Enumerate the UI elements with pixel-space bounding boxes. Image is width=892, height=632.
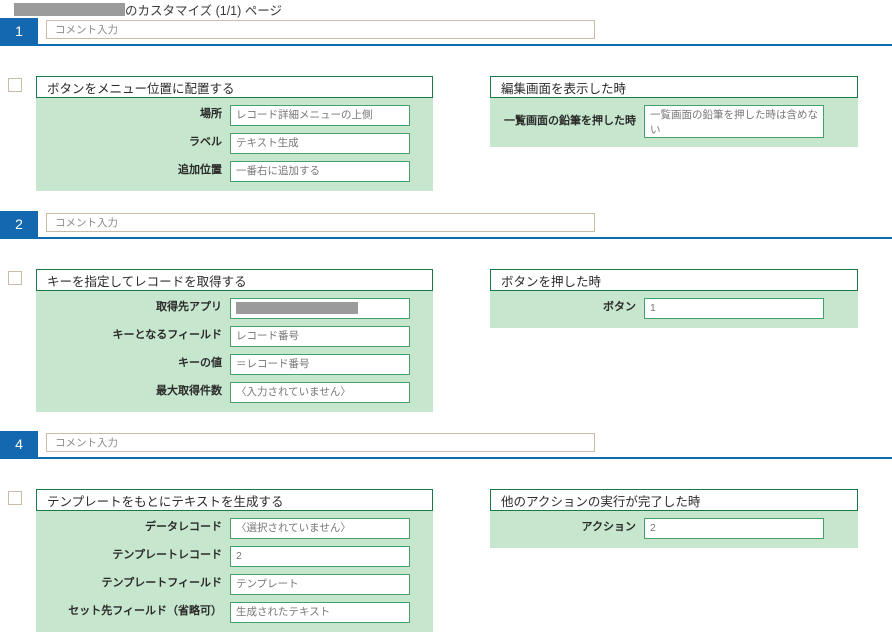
field-row: 追加位置 一番右に追加する bbox=[36, 161, 433, 182]
section-divider bbox=[0, 237, 892, 239]
comment-row: 4 コメント入力 bbox=[0, 431, 892, 459]
redacted-value bbox=[236, 302, 358, 315]
field-label: 場所 bbox=[200, 108, 222, 120]
card-select-checkbox[interactable] bbox=[8, 271, 22, 285]
page-title: のカスタマイズ (1/1) ページ bbox=[14, 0, 282, 18]
field-row: ラベル テキスト生成 bbox=[36, 133, 433, 154]
field-value[interactable]: 2 bbox=[644, 518, 824, 539]
cards-area: テンプレートをもとにテキストを生成する データレコード 〈選択されていません〉 … bbox=[0, 457, 892, 632]
trigger-card: 他のアクションの実行が完了した時 アクション 2 bbox=[490, 489, 858, 548]
field-label: キーの値 bbox=[178, 357, 222, 369]
page-title-suffix: のカスタマイズ (1/1) ページ bbox=[125, 3, 283, 18]
field-label: キーとなるフィールド bbox=[112, 329, 222, 341]
field-label: セット先フィールド（省略可） bbox=[68, 605, 222, 617]
field-value[interactable] bbox=[230, 298, 410, 319]
field-label: 最大取得件数 bbox=[156, 385, 222, 397]
action-card: キーを指定してレコードを取得する 取得先アプリ キーとなるフィールド レコード番… bbox=[36, 269, 433, 412]
card-body: 場所 レコード詳細メニューの上側 ラベル テキスト生成 追加位置 一番右に追加す… bbox=[36, 98, 433, 191]
field-row: テンプレートフィールド テンプレート bbox=[36, 574, 433, 595]
field-label: ボタン bbox=[603, 301, 636, 313]
field-row: アクション 2 bbox=[490, 518, 858, 539]
field-label: ラベル bbox=[189, 136, 222, 148]
field-row: キーとなるフィールド レコード番号 bbox=[36, 326, 433, 347]
card-header: ボタンをメニュー位置に配置する bbox=[36, 76, 433, 98]
field-label: テンプレートフィールド bbox=[101, 577, 222, 589]
card-body: アクション 2 bbox=[490, 511, 858, 548]
field-value[interactable]: レコード番号 bbox=[230, 326, 410, 347]
field-row: セット先フィールド（省略可） 生成されたテキスト bbox=[36, 602, 433, 623]
section-4: 4 コメント入力 テンプレートをもとにテキストを生成する データレコード 〈選択… bbox=[0, 431, 892, 632]
field-row: データレコード 〈選択されていません〉 bbox=[36, 518, 433, 539]
field-row: テンプレートレコード 2 bbox=[36, 546, 433, 567]
field-label: データレコード bbox=[145, 521, 222, 533]
section-2: 2 コメント入力 キーを指定してレコードを取得する 取得先アプリ キーとなるフィ… bbox=[0, 211, 892, 412]
card-body: ボタン 1 bbox=[490, 291, 858, 328]
comment-row: 2 コメント入力 bbox=[0, 211, 892, 239]
action-card: ボタンをメニュー位置に配置する 場所 レコード詳細メニューの上側 ラベル テキス… bbox=[36, 76, 433, 191]
field-label: 一覧画面の鉛筆を押した時 bbox=[504, 115, 636, 127]
field-value[interactable]: テンプレート bbox=[230, 574, 410, 595]
field-row: キーの値 ＝レコード番号 bbox=[36, 354, 433, 375]
comment-row: 1 コメント入力 bbox=[0, 18, 892, 46]
card-header: テンプレートをもとにテキストを生成する bbox=[36, 489, 433, 511]
card-body: 一覧画面の鉛筆を押した時 一覧画面の鉛筆を押した時は含めない bbox=[490, 98, 858, 147]
section-divider bbox=[0, 457, 892, 459]
card-header: 編集画面を表示した時 bbox=[490, 76, 858, 98]
field-value[interactable]: テキスト生成 bbox=[230, 133, 410, 154]
field-value[interactable]: 一覧画面の鉛筆を押した時は含めない bbox=[644, 105, 824, 138]
field-row: 場所 レコード詳細メニューの上側 bbox=[36, 105, 433, 126]
section-1: 1 コメント入力 ボタンをメニュー位置に配置する 場所 レコード詳細メニューの上… bbox=[0, 18, 892, 191]
field-value[interactable]: 1 bbox=[644, 298, 824, 319]
section-divider bbox=[0, 44, 892, 46]
field-value[interactable]: 〈入力されていません〉 bbox=[230, 382, 410, 403]
card-header: キーを指定してレコードを取得する bbox=[36, 269, 433, 291]
comment-input[interactable]: コメント入力 bbox=[46, 20, 595, 39]
field-value[interactable]: 一番右に追加する bbox=[230, 161, 410, 182]
trigger-card: ボタンを押した時 ボタン 1 bbox=[490, 269, 858, 328]
cards-area: ボタンをメニュー位置に配置する 場所 レコード詳細メニューの上側 ラベル テキス… bbox=[0, 44, 892, 191]
comment-input[interactable]: コメント入力 bbox=[46, 213, 595, 232]
card-select-checkbox[interactable] bbox=[8, 78, 22, 92]
field-row: 取得先アプリ bbox=[36, 298, 433, 319]
cards-area: キーを指定してレコードを取得する 取得先アプリ キーとなるフィールド レコード番… bbox=[0, 237, 892, 412]
field-row: 最大取得件数 〈入力されていません〉 bbox=[36, 382, 433, 403]
field-label: アクション bbox=[581, 521, 636, 533]
field-value[interactable]: 2 bbox=[230, 546, 410, 567]
card-header: 他のアクションの実行が完了した時 bbox=[490, 489, 858, 511]
sequence-badge: 1 bbox=[0, 18, 38, 44]
sequence-badge: 2 bbox=[0, 211, 38, 237]
card-body: データレコード 〈選択されていません〉 テンプレートレコード 2 テンプレートフ… bbox=[36, 511, 433, 632]
action-card: テンプレートをもとにテキストを生成する データレコード 〈選択されていません〉 … bbox=[36, 489, 433, 632]
card-header: ボタンを押した時 bbox=[490, 269, 858, 291]
card-body: 取得先アプリ キーとなるフィールド レコード番号 キーの値 ＝レコード番号 最大… bbox=[36, 291, 433, 412]
card-select-checkbox[interactable] bbox=[8, 491, 22, 505]
trigger-card: 編集画面を表示した時 一覧画面の鉛筆を押した時 一覧画面の鉛筆を押した時は含めな… bbox=[490, 76, 858, 147]
field-row: 一覧画面の鉛筆を押した時 一覧画面の鉛筆を押した時は含めない bbox=[490, 105, 858, 138]
redacted-app-name bbox=[14, 2, 125, 16]
field-label: 取得先アプリ bbox=[156, 301, 222, 313]
field-label: テンプレートレコード bbox=[112, 549, 222, 561]
field-value[interactable]: 生成されたテキスト bbox=[230, 602, 410, 623]
comment-input[interactable]: コメント入力 bbox=[46, 433, 595, 452]
field-value[interactable]: レコード詳細メニューの上側 bbox=[230, 105, 410, 126]
sequence-badge: 4 bbox=[0, 431, 38, 457]
field-value[interactable]: 〈選択されていません〉 bbox=[230, 518, 410, 539]
field-row: ボタン 1 bbox=[490, 298, 858, 319]
field-label: 追加位置 bbox=[178, 164, 222, 176]
field-value[interactable]: ＝レコード番号 bbox=[230, 354, 410, 375]
